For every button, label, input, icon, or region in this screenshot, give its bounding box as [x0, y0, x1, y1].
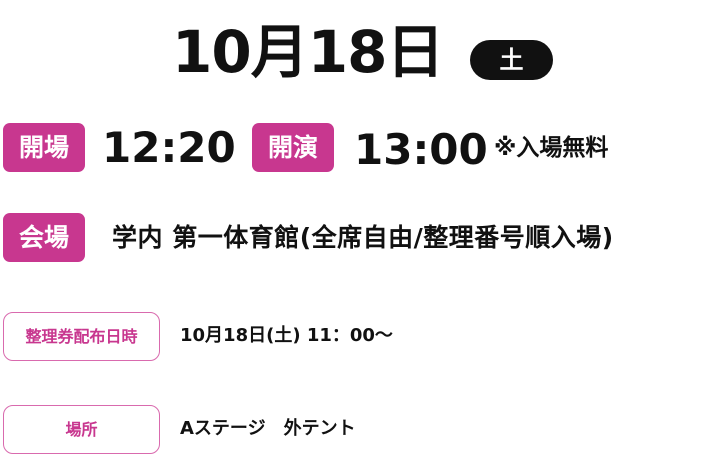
venue-label-badge: 会場 — [3, 213, 85, 262]
event-date: 10月18日 — [172, 18, 444, 86]
place-label-box: 場所 — [3, 405, 160, 454]
ticket-label-box: 整理券配布日時 — [3, 312, 160, 361]
open-label-badge: 開場 — [3, 123, 85, 172]
admission-note: ※入場無料 — [494, 135, 609, 161]
day-of-week-badge: 土 — [470, 40, 553, 80]
place-text: Aステージ 外テント — [180, 418, 356, 439]
ticket-time: 10月18日(土) 11：00〜 — [180, 325, 393, 346]
open-time: 12:20 — [102, 123, 236, 172]
start-label-badge: 開演 — [252, 123, 334, 172]
start-time: 13:00 — [354, 125, 488, 174]
venue-text: 学内 第一体育館(全席自由/整理番号順入場) — [112, 223, 614, 252]
